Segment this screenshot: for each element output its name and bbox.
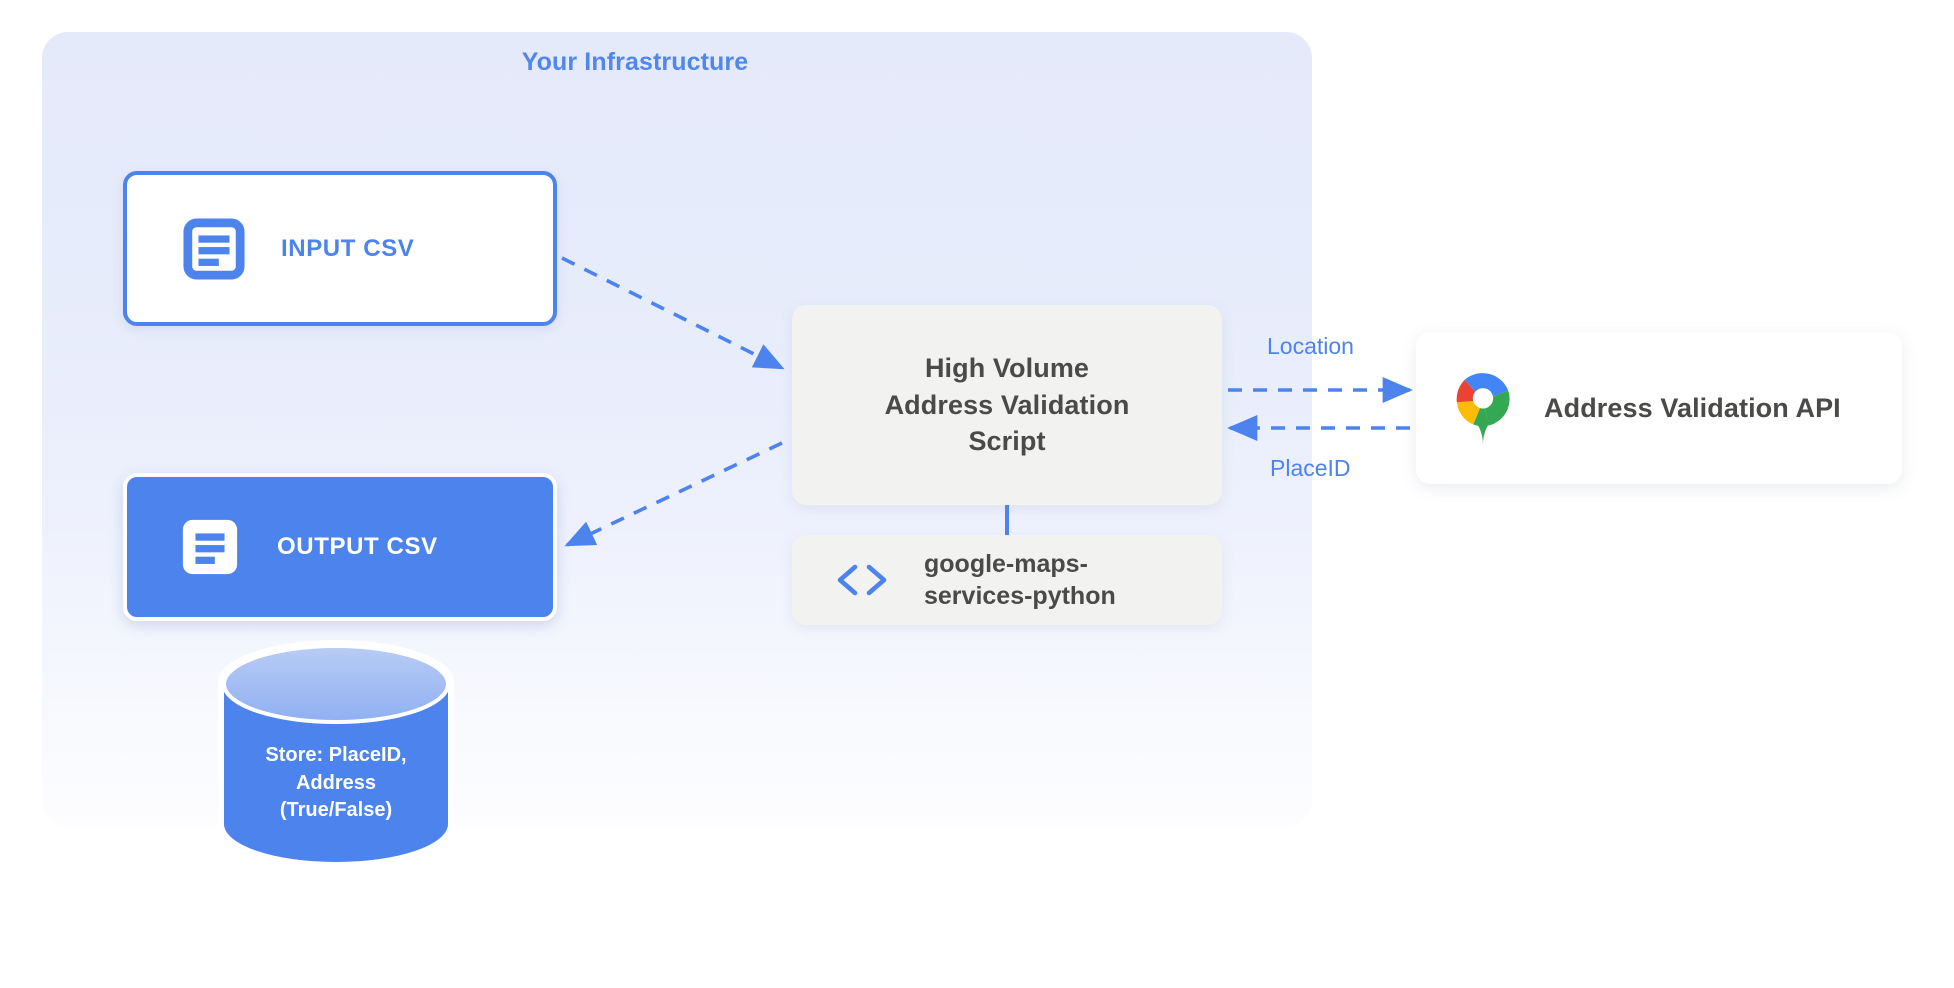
edge-script-to-library bbox=[1005, 505, 1009, 535]
node-database[interactable]: Store: PlaceID, Address (True/False) bbox=[212, 640, 460, 868]
document-icon bbox=[183, 217, 245, 280]
library-line-2: services-python bbox=[924, 582, 1116, 610]
node-output-csv[interactable]: OUTPUT CSV bbox=[123, 473, 557, 621]
api-label: Address Validation API bbox=[1544, 392, 1841, 423]
node-input-csv[interactable]: INPUT CSV bbox=[123, 171, 557, 326]
script-line-1: High Volume bbox=[924, 352, 1090, 383]
document-icon bbox=[182, 519, 238, 575]
google-maps-pin-icon bbox=[1456, 373, 1510, 445]
script-title: High Volume Address Validation Script bbox=[885, 350, 1130, 460]
script-line-3: Script bbox=[968, 426, 1046, 457]
node-script[interactable]: High Volume Address Validation Script bbox=[792, 305, 1222, 505]
edge-label-location: Location bbox=[1267, 333, 1354, 359]
input-csv-label: INPUT CSV bbox=[281, 234, 415, 262]
output-csv-label: OUTPUT CSV bbox=[277, 533, 438, 560]
database-cylinder-icon bbox=[218, 640, 454, 868]
infrastructure-title: Your Infrastructure bbox=[521, 48, 749, 76]
node-address-validation-api[interactable]: Address Validation API bbox=[1416, 332, 1902, 484]
library-label: google-maps- services-python bbox=[924, 548, 1116, 612]
code-brackets-icon bbox=[837, 564, 887, 596]
library-line-1: google-maps- bbox=[924, 550, 1088, 578]
script-line-2: Address Validation bbox=[884, 389, 1130, 420]
node-library[interactable]: google-maps- services-python bbox=[792, 535, 1222, 625]
edge-label-placeid: PlaceID bbox=[1270, 455, 1351, 481]
